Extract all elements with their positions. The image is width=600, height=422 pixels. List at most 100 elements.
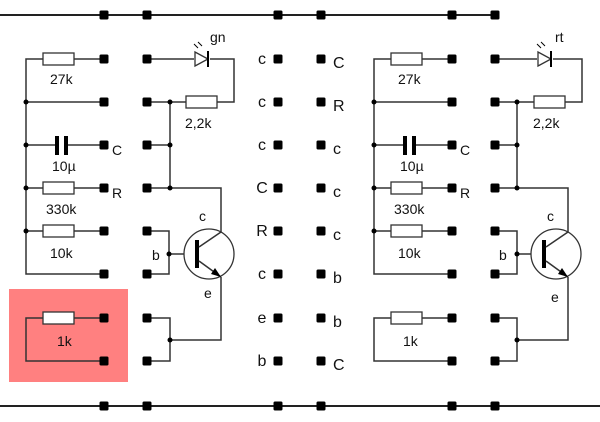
resistor-2-2k[interactable] [533, 95, 566, 109]
label-1k: 1k [403, 333, 419, 349]
solder-pad[interactable] [99, 140, 109, 150]
solder-pad[interactable] [447, 401, 457, 411]
solder-pad[interactable] [490, 269, 500, 279]
solder-pad[interactable] [99, 269, 109, 279]
resistor-1k[interactable] [390, 311, 423, 325]
solder-pad[interactable] [447, 10, 457, 20]
solder-pad[interactable] [316, 313, 326, 323]
led-green[interactable] [193, 41, 210, 68]
solder-pad[interactable] [490, 97, 500, 107]
solder-pad[interactable] [273, 356, 283, 366]
center-right-label: C [333, 357, 345, 374]
solder-pad[interactable] [316, 140, 326, 150]
solder-pad[interactable] [447, 54, 457, 64]
center-left-label: c [258, 94, 266, 111]
solder-pad[interactable] [490, 140, 500, 150]
center-right-label: b [333, 314, 342, 331]
solder-pad[interactable] [490, 54, 500, 64]
solder-pad[interactable] [490, 183, 500, 193]
solder-pad[interactable] [142, 97, 152, 107]
led-red[interactable] [536, 41, 553, 68]
junction [371, 185, 377, 191]
solder-pad[interactable] [447, 97, 457, 107]
junction [23, 142, 29, 148]
collector-wire [147, 187, 222, 232]
junction [23, 228, 29, 234]
solder-pad[interactable] [99, 97, 109, 107]
label-pin-R: R [112, 185, 122, 201]
label-10u: 10µ [400, 158, 424, 174]
solder-pad[interactable] [142, 313, 152, 323]
right-circuit [371, 41, 583, 362]
resistor-330k[interactable] [42, 181, 75, 195]
center-right-label: c [333, 227, 341, 244]
solder-pad[interactable] [142, 269, 152, 279]
center-right-label: b [333, 270, 342, 287]
solder-pad[interactable] [447, 226, 457, 236]
center-left-label: b [258, 353, 267, 370]
solder-pad[interactable] [273, 97, 283, 107]
resistor-27k[interactable] [390, 52, 423, 66]
solder-pad[interactable] [447, 140, 457, 150]
solder-pad[interactable] [316, 183, 326, 193]
solder-pad[interactable] [316, 226, 326, 236]
center-left-label: c [258, 137, 266, 154]
solder-pad[interactable] [447, 269, 457, 279]
solder-pad[interactable] [273, 10, 283, 20]
label-emitter: e [204, 285, 212, 301]
solder-pad[interactable] [490, 313, 500, 323]
solder-pad[interactable] [316, 356, 326, 366]
solder-pad[interactable] [316, 269, 326, 279]
solder-pad[interactable] [273, 401, 283, 411]
solder-pad[interactable] [447, 356, 457, 366]
label-1k: 1k [57, 333, 73, 349]
label-led-gn: gn [210, 29, 226, 45]
solder-pad[interactable] [273, 313, 283, 323]
resistor-330k[interactable] [390, 181, 423, 195]
left-circuit [23, 41, 235, 362]
solder-pad[interactable] [142, 226, 152, 236]
junction [514, 251, 520, 257]
solder-pad[interactable] [273, 226, 283, 236]
solder-pad[interactable] [99, 226, 109, 236]
solder-pad[interactable] [273, 54, 283, 64]
solder-pad[interactable] [273, 140, 283, 150]
center-right-label: c [333, 141, 341, 158]
solder-pad[interactable] [99, 54, 109, 64]
solder-pad[interactable] [99, 401, 109, 411]
solder-pad[interactable] [316, 54, 326, 64]
solder-pad[interactable] [99, 183, 109, 193]
solder-pad[interactable] [142, 356, 152, 366]
center-right-label: R [333, 98, 345, 115]
solder-pad[interactable] [142, 54, 152, 64]
solder-pad[interactable] [316, 401, 326, 411]
resistor-10k[interactable] [42, 224, 75, 238]
solder-pad[interactable] [490, 10, 500, 20]
solder-pad[interactable] [316, 10, 326, 20]
solder-pad[interactable] [142, 140, 152, 150]
capacitor-plate [64, 136, 68, 155]
resistor-10k[interactable] [390, 224, 423, 238]
solder-pad[interactable] [142, 10, 152, 20]
transistor-right[interactable] [530, 228, 582, 280]
cap-gap [40, 140, 80, 150]
solder-pad[interactable] [447, 313, 457, 323]
resistor-2-2k[interactable] [185, 95, 218, 109]
solder-pad[interactable] [316, 97, 326, 107]
solder-pad[interactable] [490, 226, 500, 236]
solder-pad[interactable] [273, 183, 283, 193]
solder-pad[interactable] [142, 401, 152, 411]
solder-pad[interactable] [142, 183, 152, 193]
solder-pad[interactable] [447, 183, 457, 193]
highlight-box[interactable] [9, 289, 128, 382]
solder-pad[interactable] [273, 269, 283, 279]
solder-pad[interactable] [99, 356, 109, 366]
resistor-27k[interactable] [42, 52, 75, 66]
solder-pad[interactable] [490, 401, 500, 411]
center-left-label: R [256, 223, 268, 240]
solder-pad[interactable] [490, 356, 500, 366]
transistor-left[interactable] [183, 228, 235, 280]
resistor-1k[interactable] [42, 311, 75, 325]
solder-pad[interactable] [99, 10, 109, 20]
solder-pad[interactable] [99, 313, 109, 323]
